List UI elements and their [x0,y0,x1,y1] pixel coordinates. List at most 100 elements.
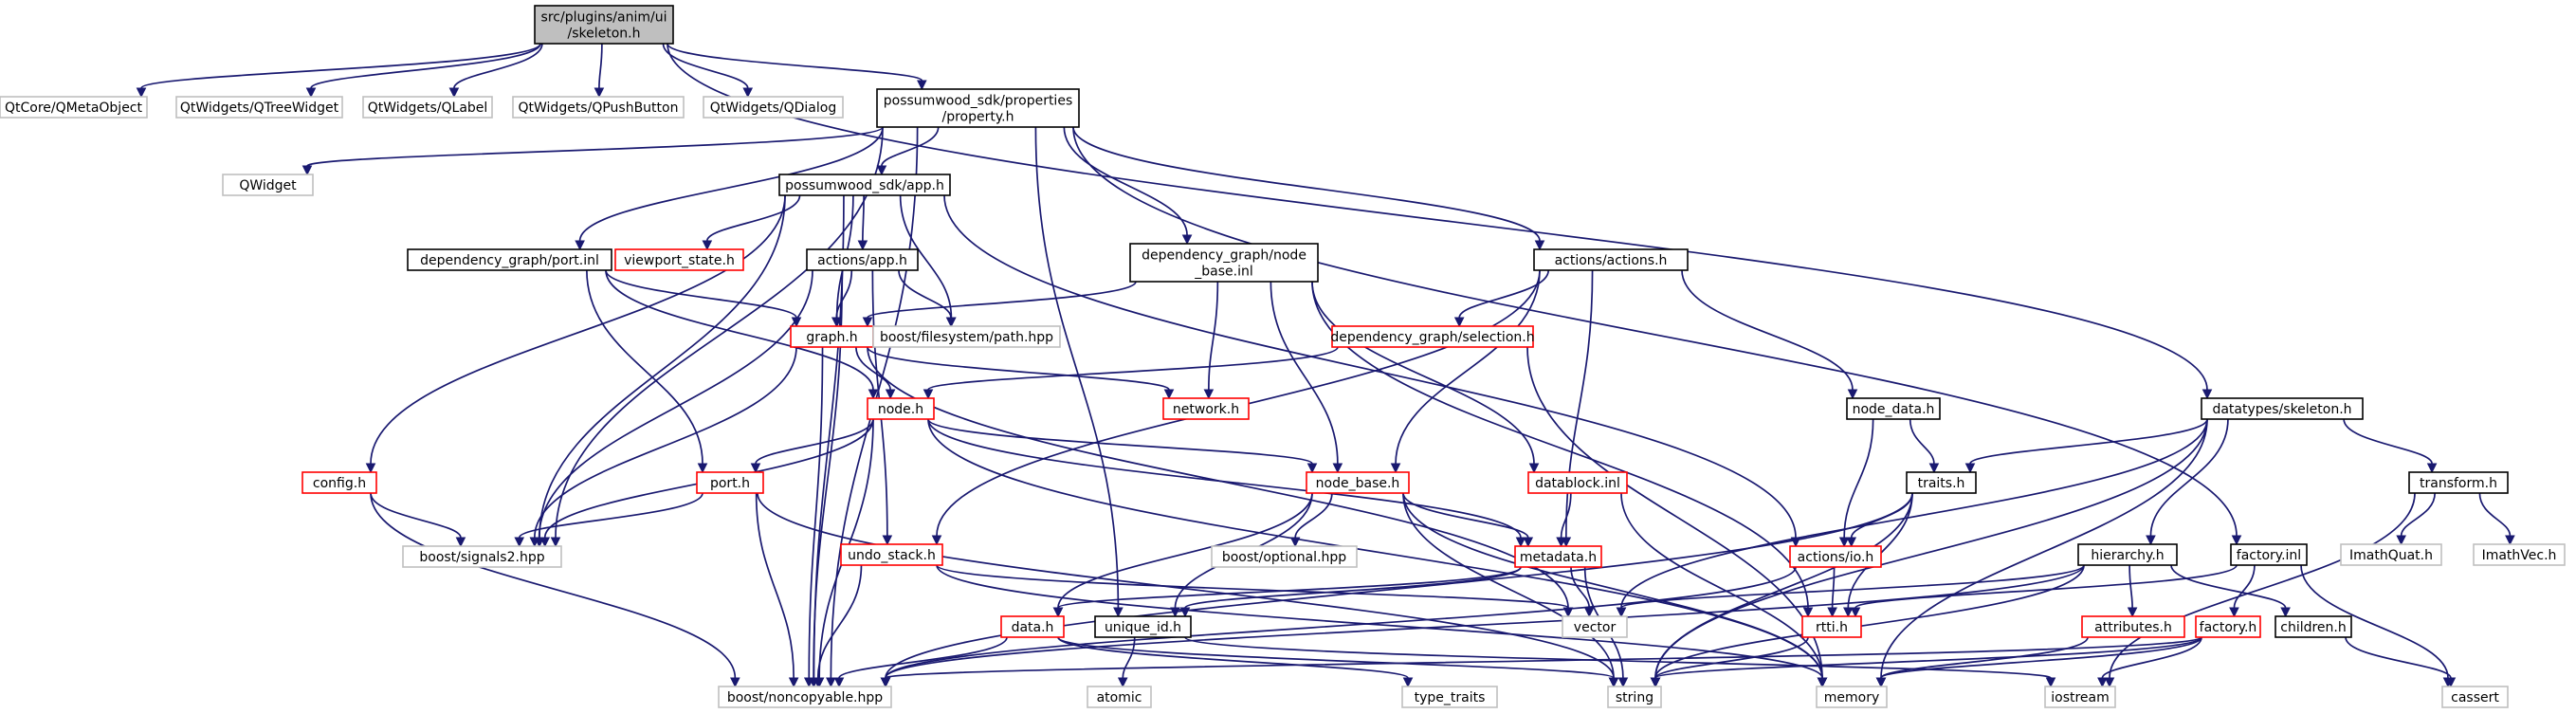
edge-root-to-property [667,43,927,91]
edge-actions_app-to-signals2 [534,269,813,548]
node-undo_stack[interactable]: undo_stack.h [840,543,943,566]
node-qwidget[interactable]: QWidget [222,174,314,196]
node-label: metadata.h [1520,550,1597,565]
node-noncopyable[interactable]: boost/noncopyable.hpp [718,686,892,708]
node-network[interactable]: network.h [1162,397,1250,420]
edge-node_data-to-actions_io [1838,418,1874,548]
node-box [2081,615,2185,638]
node-box [0,96,148,119]
node-data[interactable]: data.h [1000,615,1065,638]
edge-app-to-actions_app [857,194,868,251]
edge-property-to-unique_id [1034,126,1124,618]
node-atomic[interactable]: atomic [1087,686,1152,708]
edge-undo_stack-to-vector [936,564,1574,618]
node-qlabel[interactable]: QtWidgets/QLabel [362,96,493,119]
node-label: /skeleton.h [568,27,641,42]
node-box [1306,471,1410,494]
node-app[interactable]: possumwood_sdk/app.h [778,174,951,196]
node-viewport[interactable]: viewport_state.h [614,248,744,271]
node-factory_inl[interactable]: factory.inl [2230,543,2308,566]
node-label: actions/io.h [1798,550,1874,565]
node-label: network.h [1173,402,1239,417]
node-children[interactable]: children.h [2275,615,2352,638]
node-qpushbutton[interactable]: QtWidgets/QPushButton [512,96,685,119]
edge-ds_skeleton-to-traits [1964,418,2208,474]
node-graph[interactable]: graph.h [790,325,874,348]
edge-datablock-to-metadata [1556,492,1572,548]
node-type_traits[interactable]: type_traits [1401,686,1498,708]
node-root[interactable]: src/plugins/anim/ui/skeleton.h [534,5,674,45]
node-selection[interactable]: dependency_graph/selection.h [1330,325,1535,348]
graph-nodes: src/plugins/anim/ui/skeleton.hQtCore/QMe… [0,5,2566,708]
node-box [1562,615,1628,638]
node-cassert[interactable]: cassert [2441,686,2509,708]
node-box [1401,686,1498,708]
node-optional[interactable]: boost/optional.hpp [1211,545,1358,568]
edge-port_inl-to-port [586,269,708,474]
edge-undo_stack-to-memory [936,564,1828,688]
node-label: dependency_graph/node [1142,248,1306,264]
node-string[interactable]: string [1607,686,1662,708]
node-imathvec[interactable]: ImathVec.h [2473,543,2566,566]
node-port[interactable]: port.h [696,471,764,494]
node-node_data[interactable]: node_data.h [1846,397,1941,420]
node-property[interactable]: possumwood_sdk/properties/property.h [876,88,1080,128]
node-metadata[interactable]: metadata.h [1514,545,1602,568]
edge-app-to-viewport [702,194,801,251]
node-port_inl[interactable]: dependency_graph/port.inl [407,248,612,271]
node-label: attributes.h [2094,620,2172,635]
node-label: node.h [878,402,923,417]
edge-factory_h-to-noncopyable [880,636,2202,688]
node-datablock[interactable]: datablock.inl [1527,471,1628,494]
node-traits[interactable]: traits.h [1906,471,1977,494]
node-box [2230,543,2308,566]
node-box [1162,397,1250,420]
node-qmetaobject[interactable]: QtCore/QMetaObject [0,96,148,119]
node-iostream[interactable]: iostream [2044,686,2116,708]
node-box [1527,471,1628,494]
edge-actions_io-to-rtti [1827,566,1837,618]
edge-property-to-port_inl [575,126,884,251]
node-hierarchy[interactable]: hierarchy.h [2077,543,2178,566]
node-label: ImathQuat.h [2349,548,2433,563]
node-actions_io[interactable]: actions/io.h [1789,545,1882,568]
edge-port-to-signals2 [514,492,703,548]
edge-node-to-metadata [927,418,1526,548]
edge-hierarchy-to-attributes [2127,564,2138,618]
edge-actions_app-to-fs_path [898,269,957,328]
node-qtreewidget[interactable]: QtWidgets/QTreeWidget [175,96,343,119]
node-actions[interactable]: actions/actions.h [1533,248,1689,271]
node-ds_skeleton[interactable]: datatypes/skeleton.h [2201,397,2364,420]
node-box [2340,543,2442,566]
node-factory_h[interactable]: factory.h [2195,615,2261,638]
node-label: dependency_graph/selection.h [1330,330,1534,345]
node-vector[interactable]: vector [1562,615,1628,638]
node-box [614,248,744,271]
node-unique_id[interactable]: unique_id.h [1094,615,1192,638]
node-config[interactable]: config.h [301,471,377,494]
node-label: QtWidgets/QTreeWidget [180,101,339,116]
node-label: node_base.h [1316,476,1400,491]
node-fs_path[interactable]: boost/filesystem/path.hpp [872,325,1061,348]
node-box [2195,615,2261,638]
node-memory[interactable]: memory [1816,686,1888,708]
node-qdialog[interactable]: QtWidgets/QDialog [703,96,844,119]
node-transform[interactable]: transform.h [2408,471,2509,494]
node-actions_app[interactable]: actions/app.h [806,248,919,271]
edge-port_inl-to-graph [605,269,802,328]
node-imathquat[interactable]: ImathQuat.h [2340,543,2442,566]
node-node_base_inl[interactable]: dependency_graph/node_base.inl [1129,243,1319,283]
node-box [512,96,685,119]
node-node[interactable]: node.h [867,397,935,420]
node-label: transform.h [2420,476,2497,491]
node-label: QtWidgets/QDialog [710,101,836,116]
node-label: traits.h [1918,476,1965,491]
node-signals2[interactable]: boost/signals2.hpp [402,545,562,568]
node-box [696,471,764,494]
edge-children-to-cassert [2345,636,2457,688]
node-label: factory.h [2200,620,2257,635]
node-node_base[interactable]: node_base.h [1306,471,1410,494]
node-rtti[interactable]: rtti.h [1801,615,1862,638]
node-attributes[interactable]: attributes.h [2081,615,2185,638]
